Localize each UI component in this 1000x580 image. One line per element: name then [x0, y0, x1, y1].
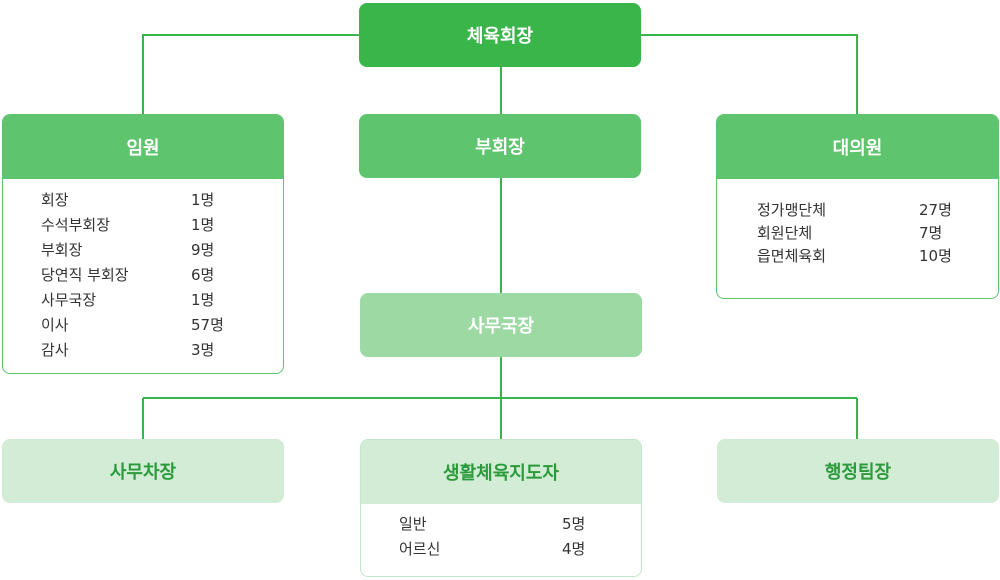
delegates-card: 대의원 정가맹단체 27명 회원단체 7명 읍면체육회 10명 [716, 114, 999, 299]
chairman-box: 체육회장 [359, 3, 641, 67]
line-chairman-delegates [640, 34, 858, 115]
list-item: 감사 3명 [3, 338, 283, 363]
list-item: 당연직 부회장 6명 [3, 263, 283, 288]
item-name: 감사 [41, 341, 69, 359]
instructors-label: 생활체육지도자 [361, 440, 641, 504]
chairman-label: 체육회장 [466, 26, 534, 47]
item-name: 어르신 [399, 540, 441, 558]
item-count: 10명 [919, 247, 952, 265]
executives-list: 회장 1명 수석부회장 1명 부회장 9명 당연직 부회장 6명 사무국장 1명 이사 57… [3, 179, 283, 363]
list-item: 사무국장 1명 [3, 288, 283, 313]
list-item: 이사 57명 [3, 313, 283, 338]
admin-team-box: 행정팀장 [717, 439, 999, 503]
item-count: 1명 [191, 191, 215, 209]
instructors-card: 생활체육지도자 일반 5명 어르신 4명 [360, 439, 642, 577]
item-count: 7명 [919, 224, 943, 242]
item-name: 회원단체 [757, 224, 813, 242]
list-item: 일반 5명 [361, 512, 641, 537]
deputy-secretary-box: 사무차장 [2, 439, 284, 503]
item-name: 사무국장 [41, 291, 97, 309]
vice-chairman-box: 부회장 [359, 114, 641, 178]
vice-chairman-label: 부회장 [475, 137, 525, 158]
list-item: 어르신 4명 [361, 537, 641, 562]
list-item: 회장 1명 [3, 188, 283, 213]
executives-label: 임원 [3, 115, 283, 179]
delegates-list: 정가맹단체 27명 회원단체 7명 읍면체육회 10명 [717, 179, 998, 268]
item-name: 일반 [399, 515, 427, 533]
list-item: 부회장 9명 [3, 238, 283, 263]
item-count: 1명 [191, 216, 215, 234]
deputy-secretary-label: 사무차장 [109, 462, 177, 483]
item-count: 3명 [191, 341, 215, 359]
list-item: 정가맹단체 27명 [717, 199, 998, 222]
item-count: 4명 [562, 540, 586, 558]
executives-card: 임원 회장 1명 수석부회장 1명 부회장 9명 당연직 부회장 6명 사무국장 1명 이… [2, 114, 284, 374]
secretary-general-box: 사무국장 [360, 293, 642, 357]
item-name: 당연직 부회장 [41, 266, 129, 284]
list-item: 수석부회장 1명 [3, 213, 283, 238]
item-name: 회장 [41, 191, 69, 209]
item-count: 6명 [191, 266, 215, 284]
item-name: 수석부회장 [41, 216, 111, 234]
secretary-general-label: 사무국장 [467, 316, 535, 337]
admin-team-label: 행정팀장 [824, 462, 892, 483]
item-count: 57명 [191, 316, 224, 334]
item-count: 5명 [562, 515, 586, 533]
item-name: 정가맹단체 [757, 201, 827, 219]
list-item: 회원단체 7명 [717, 222, 998, 245]
list-item: 읍면체육회 10명 [717, 245, 998, 268]
delegates-label: 대의원 [717, 115, 998, 179]
item-count: 27명 [919, 201, 952, 219]
line-chairman-executives [142, 34, 360, 115]
item-count: 9명 [191, 241, 215, 259]
item-count: 1명 [191, 291, 215, 309]
item-name: 부회장 [41, 241, 83, 259]
item-name: 이사 [41, 316, 69, 334]
instructors-list: 일반 5명 어르신 4명 [361, 504, 641, 562]
item-name: 읍면체육회 [757, 247, 827, 265]
